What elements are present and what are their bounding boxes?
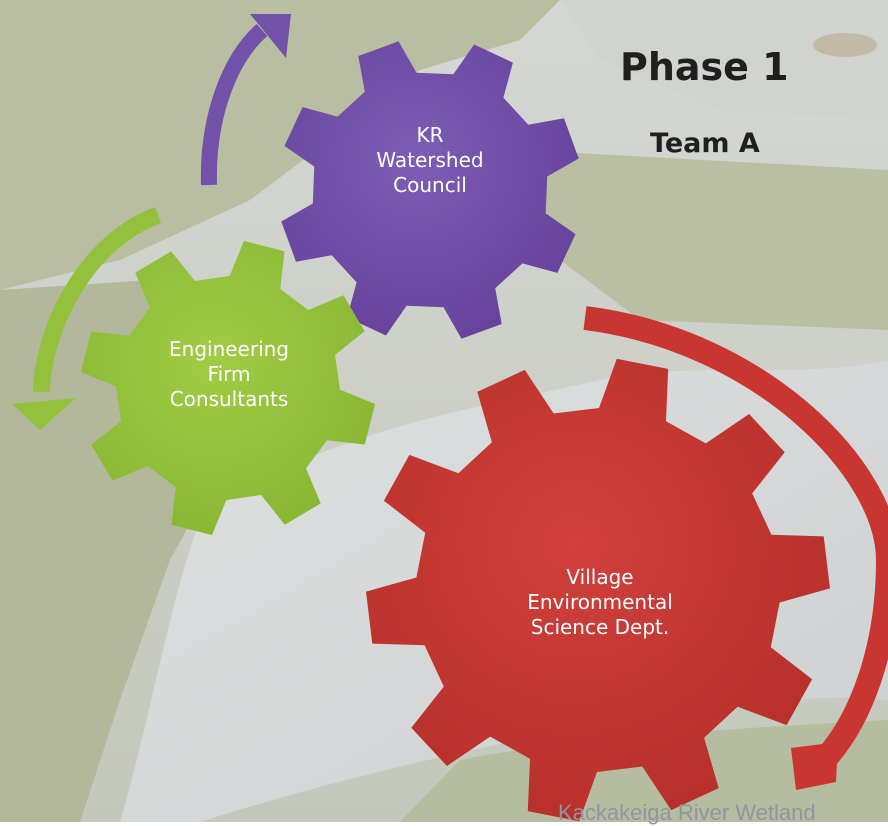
gear-label-line: Science Dept.	[530, 615, 670, 639]
gear-label-line: Environmental	[527, 590, 673, 614]
engineering-firm-consultants-label: Engineering Firm Consultants	[144, 337, 314, 412]
red-cycle-arrow	[583, 306, 888, 790]
gear-label-line: KR	[416, 123, 444, 147]
gear-label-line: Engineering	[169, 337, 289, 361]
slide-subtitle: Team A	[650, 128, 760, 159]
kr-watershed-council-label: KR Watershed Council	[345, 123, 515, 198]
slide-footer: Kackakeiga River Wetland	[558, 800, 816, 825]
purple-cycle-arrow	[200, 14, 291, 186]
village-environmental-science-dept-gear	[366, 358, 830, 822]
village-environmental-science-dept-label: Village Environmental Science Dept.	[505, 565, 695, 640]
gear-label-line: Watershed	[376, 148, 484, 172]
slide-title: Phase 1	[620, 45, 789, 89]
gear-label-line: Village	[566, 565, 634, 589]
kr-watershed-council-gear	[281, 41, 579, 339]
engineering-firm-consultants-gear	[80, 240, 376, 536]
gear-label-line: Firm	[207, 362, 251, 386]
green-cycle-arrow	[12, 207, 162, 430]
gear-label-line: Consultants	[169, 387, 289, 411]
gear-label-line: Council	[393, 173, 467, 197]
